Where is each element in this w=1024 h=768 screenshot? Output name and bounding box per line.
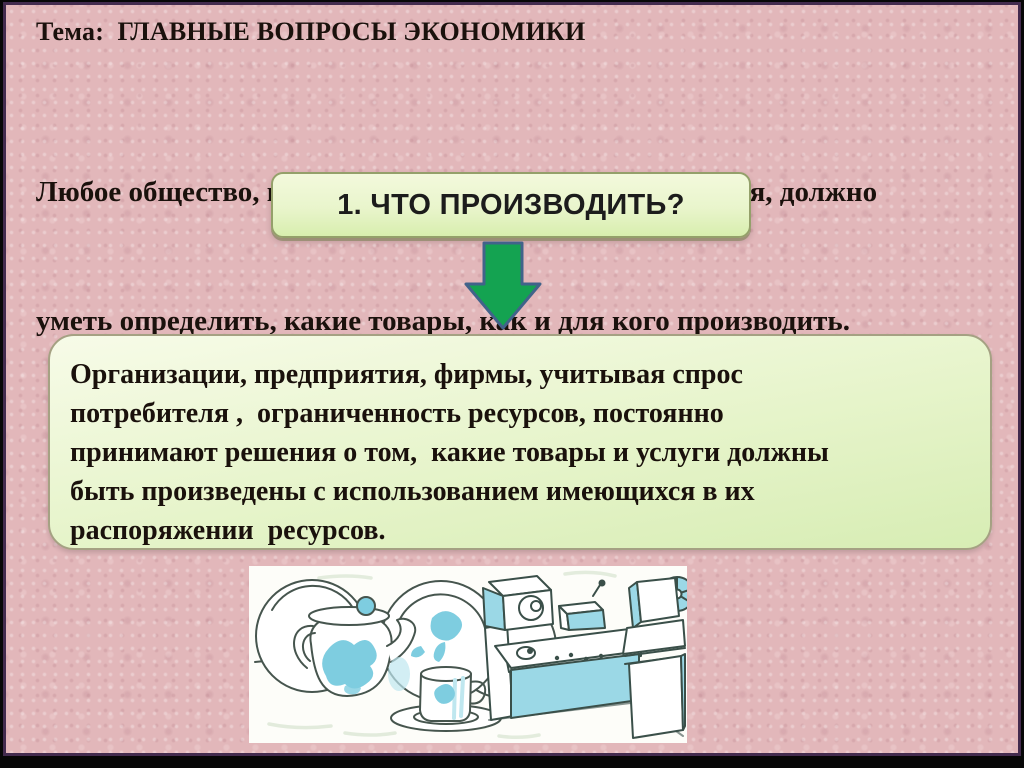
illustration-panel [249, 566, 687, 743]
lathe-machine-drawing [482, 575, 687, 739]
answer-line-3: принимают решения о том, какие товары и … [70, 437, 829, 468]
answer-box: Организации, предприятия, фирмы, учитыва… [48, 334, 992, 550]
teapot-drawing [293, 596, 417, 697]
illustration-image [254, 570, 687, 740]
intro-line-2: уметь определить, какие товары, как и дл… [36, 305, 851, 337]
answer-line-4: быть произведены с использованием имеющи… [70, 476, 755, 507]
answer-line-1: Организации, предприятия, фирмы, учитыва… [70, 359, 743, 390]
cup-drawing [419, 666, 487, 722]
headstock [482, 575, 554, 631]
answer-line-5: распоряжении ресурсов. [70, 515, 386, 546]
down-arrow-icon [464, 241, 542, 330]
question-box-label: 1. ЧТО ПРОИЗВОДИТЬ? [337, 188, 685, 221]
answer-line-2: потребителя , ограниченность ресурсов, п… [70, 398, 724, 429]
question-box: 1. ЧТО ПРОИЗВОДИТЬ? [271, 172, 751, 238]
tool-carriage [558, 579, 606, 631]
plate-middle [380, 580, 502, 702]
slide-canvas: Тема: ГЛАВНЫЕ ВОПРОСЫ ЭКОНОМИКИ Любое об… [3, 2, 1021, 756]
page-title: Тема: ГЛАВНЫЕ ВОПРОСЫ ЭКОНОМИКИ [36, 17, 586, 46]
tailstock-tower [622, 576, 687, 739]
